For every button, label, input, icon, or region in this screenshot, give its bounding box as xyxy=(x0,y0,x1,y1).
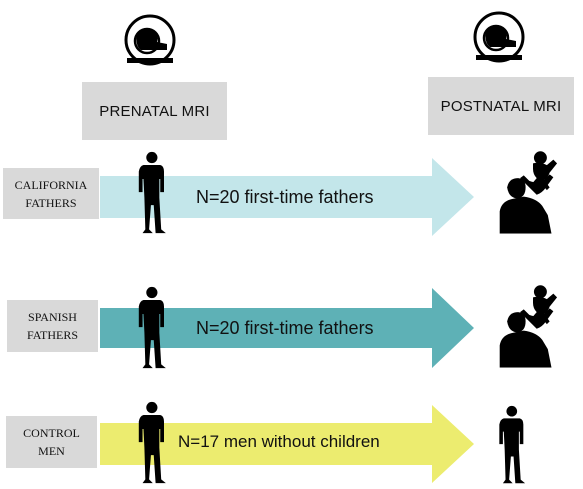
group-label-line: CALIFORNIA xyxy=(14,177,88,192)
postnatal-mri-label: POSTNATAL MRI xyxy=(428,77,574,135)
group-label-california-fathers: CALIFORNIA FATHERS xyxy=(3,168,99,219)
arrow-text-spanish: N=20 first-time fathers xyxy=(196,318,374,338)
group-label-line: SPANISH xyxy=(28,310,77,324)
group-label-control-men: CONTROL MEN xyxy=(6,416,97,468)
father-lifting-baby-icon xyxy=(496,280,570,372)
walking-man-icon xyxy=(130,401,170,485)
walking-man-icon xyxy=(130,151,170,235)
arrow-spanish xyxy=(100,288,474,368)
group-label-line: MEN xyxy=(38,444,65,458)
mri-scanner-icon xyxy=(124,14,176,66)
group-label-line: FATHERS xyxy=(26,328,79,342)
prenatal-mri-label: PRENATAL MRI xyxy=(82,82,227,140)
mri-scanner-icon xyxy=(473,11,525,63)
walking-man-icon xyxy=(130,286,170,370)
group-label-spanish-fathers: SPANISH FATHERS xyxy=(7,300,98,352)
arrow-text-control: N=17 men without children xyxy=(178,432,380,451)
arrow-california xyxy=(100,158,474,236)
father-lifting-baby-icon xyxy=(496,146,570,238)
group-label-line: CONTROL xyxy=(23,426,80,440)
walking-man-icon xyxy=(490,405,530,485)
arrow-control xyxy=(100,405,474,483)
group-label-line: FATHERS xyxy=(25,195,77,210)
arrow-text-california: N=20 first-time fathers xyxy=(196,187,374,207)
